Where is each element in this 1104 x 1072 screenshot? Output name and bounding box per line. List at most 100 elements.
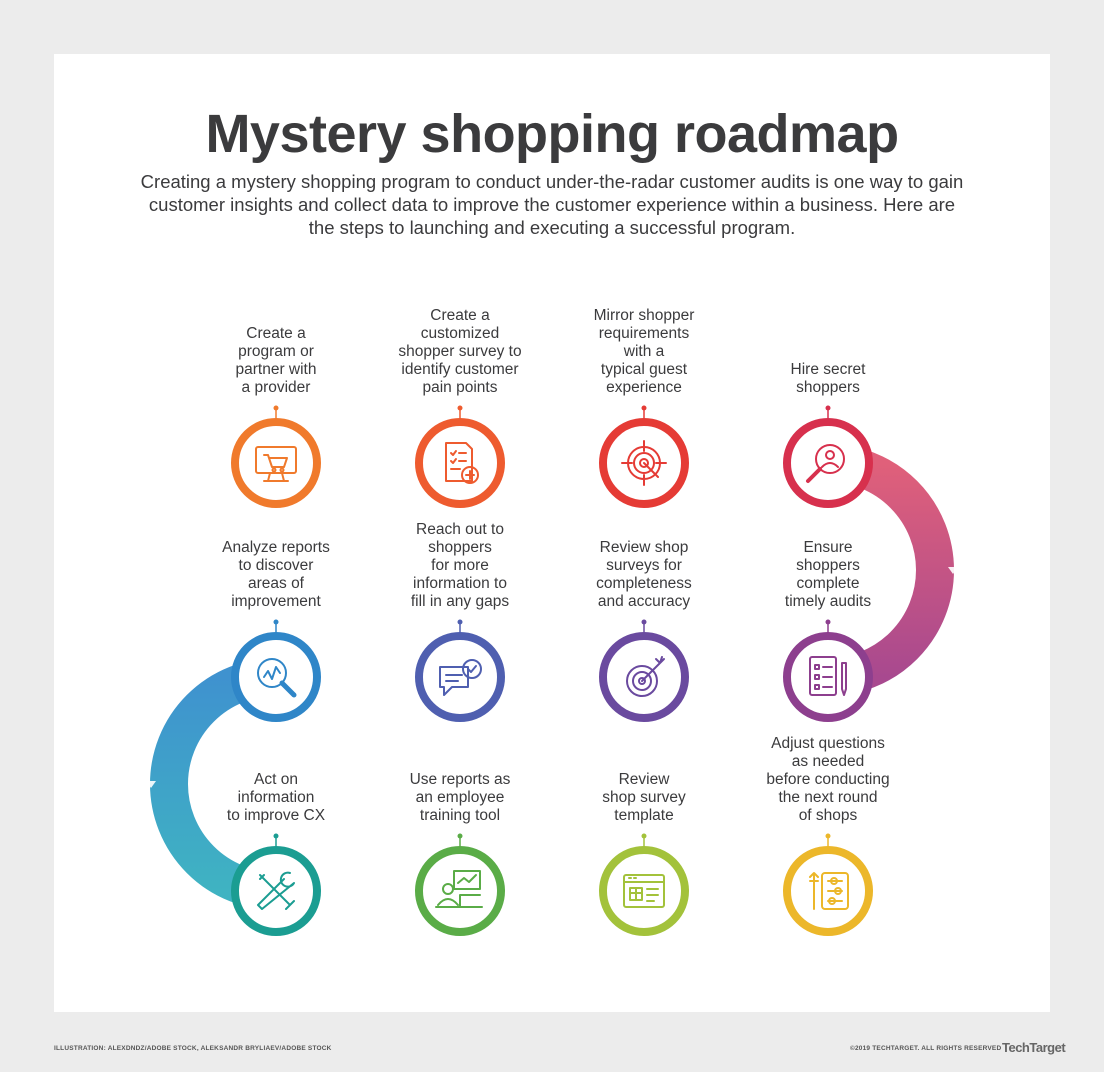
label-dot-4 xyxy=(825,405,831,411)
step-node-11 xyxy=(599,846,689,936)
direction-arrows xyxy=(146,458,958,896)
step-label-line: Create a xyxy=(246,325,306,342)
techtarget-logo: TechTarget xyxy=(1002,1040,1066,1055)
step-label-line: completeness xyxy=(596,575,692,592)
step-label-line: fill in any gaps xyxy=(410,593,510,610)
step-label-line: as needed xyxy=(791,753,865,770)
step-label-line: Hire secret xyxy=(790,361,866,378)
label-dot-8 xyxy=(273,619,279,625)
computer-cart-icon xyxy=(255,446,297,482)
label-dot-9 xyxy=(273,833,279,839)
step-label-line: shoppers xyxy=(796,557,860,574)
step-label-line: Reach out to xyxy=(416,521,504,538)
sliders-icon xyxy=(809,872,849,910)
step-ring-7 xyxy=(415,632,505,722)
step-label-line: experience xyxy=(606,379,682,396)
survey-document-icon xyxy=(445,442,479,484)
step-label-line: Review shop xyxy=(599,539,689,556)
step-label-line: with a xyxy=(623,343,665,360)
direction-arrow-5 xyxy=(732,672,739,682)
direction-arrow-4 xyxy=(948,567,958,574)
step-node-2 xyxy=(415,418,505,508)
step-ring-6 xyxy=(599,632,689,722)
step-label-line: and accuracy xyxy=(597,593,691,610)
direction-arrow-2 xyxy=(549,458,556,468)
magnify-person-icon xyxy=(806,444,845,483)
step-label-line: partner with xyxy=(235,361,317,378)
step-label-line: Review xyxy=(618,771,670,788)
page-subtitle: Creating a mystery shopping program to c… xyxy=(140,171,964,238)
direction-arrow-9 xyxy=(365,886,372,896)
direction-arrow-3 xyxy=(733,458,740,468)
step-label-line: Create a xyxy=(430,307,490,324)
road-curve-right xyxy=(827,444,954,696)
step-ring-2 xyxy=(415,418,505,508)
step-label-line: an employee xyxy=(415,789,505,806)
step-label-line: areas of xyxy=(247,575,304,592)
page-title: Mystery shopping roadmap xyxy=(205,104,899,164)
step-label-line: the next round xyxy=(778,789,878,806)
step-ring-10 xyxy=(415,846,505,936)
step-label-line: timely audits xyxy=(784,593,872,610)
direction-arrow-11 xyxy=(733,886,740,896)
step-nodes xyxy=(231,405,873,936)
label-dot-2 xyxy=(457,405,463,411)
direction-arrow-10 xyxy=(549,886,556,896)
step-label-line: before conducting xyxy=(766,771,890,788)
bullseye-icon xyxy=(626,656,665,697)
step-label-line: training tool xyxy=(419,807,501,824)
label-dot-12 xyxy=(825,833,831,839)
magnify-chart-icon xyxy=(257,658,297,698)
road-curve-left xyxy=(150,658,277,910)
step-node-7 xyxy=(415,632,505,722)
target-icon xyxy=(621,440,667,486)
label-dot-3 xyxy=(641,405,647,411)
step-node-12 xyxy=(783,846,873,936)
template-icon xyxy=(623,874,665,908)
step-label-line: information to xyxy=(413,575,507,592)
direction-arrow-8 xyxy=(146,781,156,788)
step-node-9 xyxy=(231,846,321,936)
tools-icon xyxy=(257,871,295,910)
step-label-line: improvement xyxy=(231,593,321,610)
step-label-line: identify customer xyxy=(401,361,519,378)
step-node-3 xyxy=(599,418,689,508)
step-ring-11 xyxy=(599,846,689,936)
label-dot-10 xyxy=(457,833,463,839)
step-label-line: shop survey xyxy=(602,789,686,806)
step-label-line: Ensure xyxy=(803,539,853,556)
label-dot-11 xyxy=(641,833,647,839)
label-dot-7 xyxy=(457,619,463,625)
step-label-line: complete xyxy=(796,575,860,592)
illustration-credit: ILLUSTRATION: ALEXDNDZ/ADOBE STOCK, ALEK… xyxy=(54,1045,332,1052)
step-label-line: typical guest xyxy=(600,361,688,378)
step-label-line: to improve CX xyxy=(226,807,326,824)
step-label-line: requirements xyxy=(598,325,690,342)
direction-arrow-6 xyxy=(548,672,555,682)
step-label-line: a provider xyxy=(241,379,311,396)
step-label-line: to discover xyxy=(238,557,314,574)
step-label-line: of shops xyxy=(798,807,858,824)
copyright-notice: ©2019 TECHTARGET. ALL RIGHTS RESERVED xyxy=(850,1045,1002,1052)
step-label-line: Analyze reports xyxy=(222,539,330,556)
step-node-4 xyxy=(783,418,873,508)
direction-arrow-1 xyxy=(365,458,372,468)
step-label-line: shopper survey to xyxy=(398,343,522,360)
step-ring-1 xyxy=(231,418,321,508)
step-label-line: shoppers xyxy=(428,539,492,556)
step-label-line: pain points xyxy=(422,379,498,396)
checklist-pen-icon xyxy=(809,656,847,696)
step-label-line: shoppers xyxy=(796,379,860,396)
direction-arrow-7 xyxy=(364,672,371,682)
